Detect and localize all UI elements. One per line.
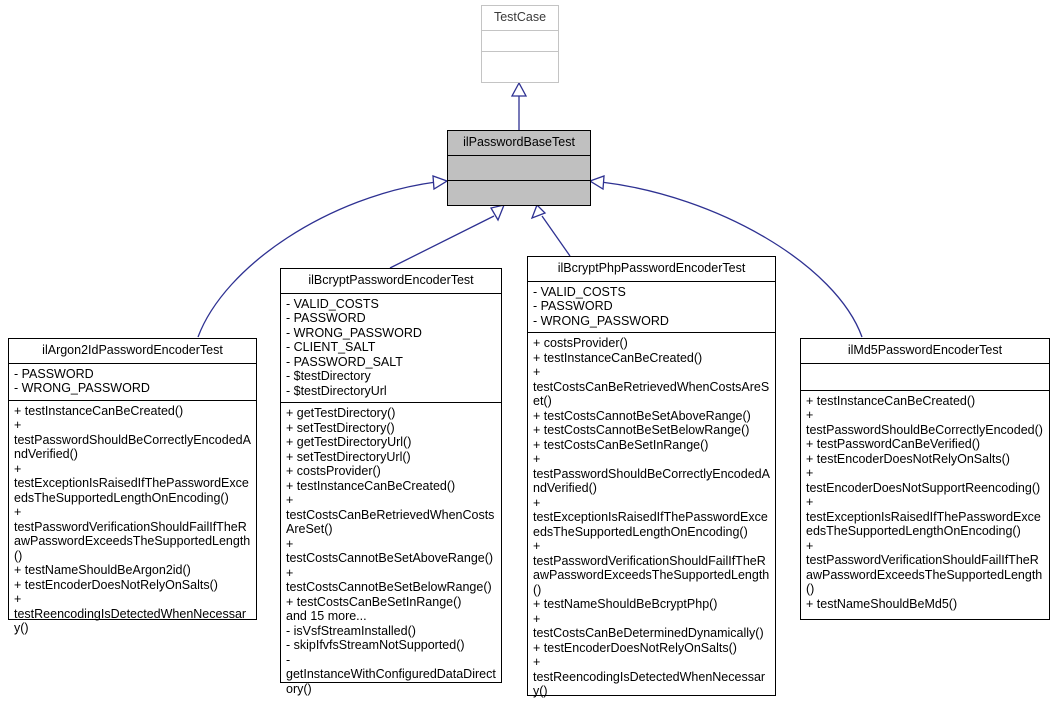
edge-bcrypt-to-base [389, 215, 495, 269]
class-member-row: + testPasswordVerificationShouldFailIfTh… [14, 505, 251, 563]
class-separator [448, 154, 590, 156]
class-member-row: and 15 more... [286, 609, 367, 623]
class-box-ilpasswordbasetest[interactable]: ilPasswordBaseTest [447, 130, 591, 206]
class-member-row: - isVsfStreamInstalled() [286, 623, 416, 638]
attributes-compartment-ilmd5passwordencodertest [801, 364, 1049, 390]
attributes-compartment-testcase [482, 31, 558, 51]
class-separator [281, 402, 501, 403]
class-member-row: + setTestDirectory() [286, 420, 395, 435]
class-member-row: + testNameShouldBeMd5() [806, 596, 958, 611]
class-member-row: - PASSWORD [286, 311, 366, 325]
class-member-row: + testPasswordCanBeVerified() [806, 437, 981, 451]
attributes-compartment-ilbcryptphppasswordencodertest: - VALID_COSTS- PASSWORD- WRONG_PASSWORD [528, 282, 775, 333]
class-member-row: + testInstanceCanBeCreated() [286, 478, 456, 493]
class-member-row: + testEncoderDoesNotRelyOnSalts() [533, 640, 737, 655]
class-member-row: - PASSWORD [533, 299, 613, 313]
class-member-row: - $testDirectoryUrl [286, 383, 387, 398]
class-member-row: - CLIENT_SALT [286, 340, 376, 354]
attributes-compartment-ilpasswordbasetest [448, 156, 590, 180]
class-separator [801, 389, 1049, 391]
class-name-ilbcryptphppasswordencodertest: ilBcryptPhpPasswordEncoderTest [557, 261, 746, 275]
class-member-row: + testInstanceCanBeCreated() [14, 403, 184, 418]
attributes-compartment-ilbcryptpasswordencodertest: - VALID_COSTS- PASSWORD- WRONG_PASSWORD-… [281, 294, 501, 403]
class-member-row: + testCostsCannotBeSetBelowRange() [533, 423, 750, 437]
class-box-ilmd5passwordencodertest[interactable]: ilMd5PasswordEncoderTest + testInstanceC… [800, 338, 1050, 620]
class-member-row: - WRONG_PASSWORD [533, 313, 669, 328]
class-member-row: - getInstanceWithConfiguredDataDirectory… [286, 652, 496, 696]
operations-compartment-ilbcryptpasswordencodertest: + getTestDirectory()+ setTestDirectory()… [281, 403, 501, 700]
class-member-row: + testNameShouldBeBcryptPhp() [533, 597, 718, 611]
class-member-row: - VALID_COSTS [286, 296, 379, 311]
class-member-row: - WRONG_PASSWORD [14, 381, 150, 395]
class-separator [528, 280, 775, 282]
class-member-row: + testPasswordShouldBeCorrectlyEncodedAn… [533, 452, 770, 495]
class-member-row: + costsProvider() [286, 464, 381, 478]
class-member-row: + testCostsCanBeSetInRange() [533, 437, 709, 452]
class-member-row: + testPasswordVerificationShouldFailIfTh… [806, 538, 1043, 597]
class-member-row: + testCostsCannotBeSetAboveRange() [286, 536, 494, 566]
arrowhead-base-right [588, 175, 605, 191]
operations-compartment-ilbcryptphppasswordencodertest: + costsProvider()+ testInstanceCanBeCrea… [528, 333, 775, 703]
class-separator [9, 362, 256, 364]
class-member-row: + testCostsCanBeDeterminedDynamically() [533, 611, 764, 641]
class-member-row: + testCostsCannotBeSetBelowRange() [286, 565, 492, 595]
class-member-row: - PASSWORD [14, 366, 94, 381]
class-box-ilargon2idpasswordencodertest[interactable]: ilArgon2IdPasswordEncoderTest - PASSWORD… [8, 338, 257, 635]
class-separator [482, 50, 558, 52]
arrowhead-base-bottom-left [489, 204, 506, 222]
class-member-row: + testEncoderDoesNotSupportReencoding() [806, 466, 1041, 495]
class-member-row: + testExceptionIsRaisedIfThePasswordExce… [14, 461, 249, 505]
class-box-ilbcryptpasswordencodertest[interactable]: ilBcryptPasswordEncoderTest - VALID_COST… [280, 268, 502, 696]
class-member-row: + testInstanceCanBeCreated() [806, 393, 976, 408]
class-separator [482, 29, 558, 31]
class-member-row: - WRONG_PASSWORD [286, 325, 422, 340]
class-member-row: + testInstanceCanBeCreated() [533, 350, 703, 365]
class-name-ilbcryptpasswordencodertest: ilBcryptPasswordEncoderTest [308, 273, 474, 287]
operations-compartment-testcase [482, 52, 558, 72]
class-member-row: + testCostsCanBeRetrievedWhenCostsAreSet… [286, 493, 495, 536]
class-member-row: + testPasswordVerificationShouldFailIfTh… [533, 539, 770, 597]
operations-compartment-ilpasswordbasetest [448, 181, 590, 205]
class-separator [9, 399, 256, 401]
class-member-row: + testCostsCannotBeSetAboveRange() [533, 408, 751, 423]
class-member-row: + testCostsCanBeSetInRange() [286, 594, 462, 609]
class-member-row: - VALID_COSTS [533, 284, 626, 299]
class-member-row: - skipIfvfsStreamNotSupported() [286, 638, 465, 652]
class-member-row: + testExceptionIsRaisedIfThePasswordExce… [533, 495, 768, 539]
class-member-row: + testReencodingIsDetectedWhenNecessary(… [533, 655, 766, 698]
class-separator [528, 332, 775, 333]
class-member-row: + testExceptionIsRaisedIfThePasswordExce… [806, 495, 1041, 538]
class-member-row: + testPasswordShouldBeCorrectlyEncoded() [806, 408, 1043, 437]
class-member-row: + getTestDirectoryUrl() [286, 435, 412, 449]
class-name-ilpasswordbasetest: ilPasswordBaseTest [463, 135, 575, 149]
class-box-ilbcryptphppasswordencodertest[interactable]: ilBcryptPhpPasswordEncoderTest - VALID_C… [527, 256, 776, 698]
arrowhead-base-left [432, 175, 449, 191]
edge-bcryptphp-to-base [541, 215, 571, 257]
class-member-row: - PASSWORD_SALT [286, 354, 403, 369]
class-member-row: + getTestDirectory() [286, 406, 396, 420]
class-member-row: + testEncoderDoesNotRelyOnSalts() [14, 577, 218, 592]
class-member-row: + testNameShouldBeArgon2id() [14, 563, 191, 577]
class-member-row: + testCostsCanBeRetrievedWhenCostsAreSet… [533, 365, 770, 408]
class-name-ilmd5passwordencodertest: ilMd5PasswordEncoderTest [847, 343, 1003, 357]
class-separator [801, 362, 1049, 364]
class-separator [448, 179, 590, 181]
operations-compartment-ilmd5passwordencodertest: + testInstanceCanBeCreated()+ testPasswo… [801, 391, 1049, 616]
arrowhead-base-bottom-right [530, 203, 547, 220]
arrowhead-testcase [510, 81, 528, 97]
attributes-compartment-ilargon2idpasswordencodertest: - PASSWORD- WRONG_PASSWORD [9, 364, 256, 400]
class-member-row: - $testDirectory [286, 369, 371, 383]
class-separator [281, 292, 501, 294]
class-member-row: + setTestDirectoryUrl() [286, 449, 411, 464]
class-name-testcase: TestCase [493, 10, 547, 24]
class-box-testcase[interactable]: TestCase [481, 5, 559, 83]
class-name-ilargon2idpasswordencodertest: ilArgon2IdPasswordEncoderTest [42, 343, 223, 357]
class-member-row: + testPasswordShouldBeCorrectlyEncodedAn… [14, 418, 251, 461]
operations-compartment-ilargon2idpasswordencodertest: + testInstanceCanBeCreated()+ testPasswo… [9, 401, 256, 640]
class-member-row: + testReencodingIsDetectedWhenNecessary(… [14, 592, 247, 635]
class-member-row: + costsProvider() [533, 336, 628, 350]
class-member-row: + testEncoderDoesNotRelyOnSalts() [806, 451, 1010, 466]
